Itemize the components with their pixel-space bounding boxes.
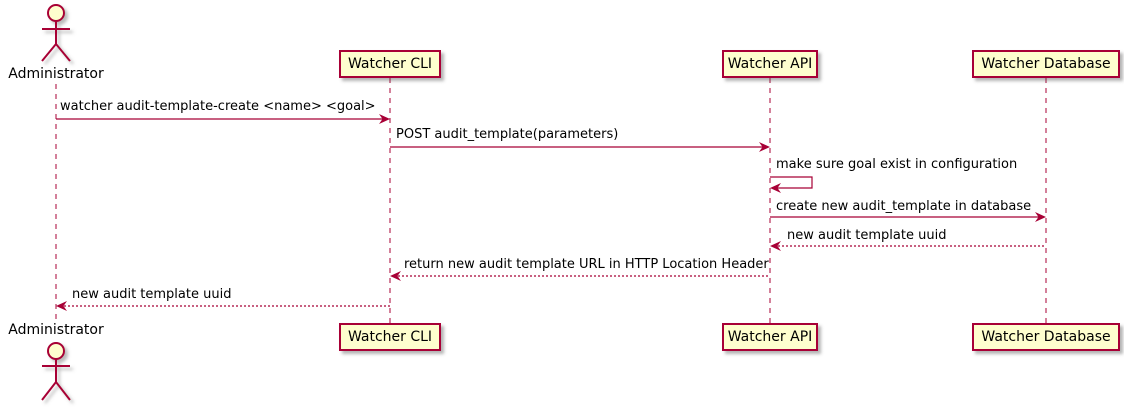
message-label-2: POST audit_template(parameters) xyxy=(396,127,619,142)
message-label-6: return new audit template URL in HTTP Lo… xyxy=(404,257,769,272)
participant-box-watcher-database-bottom: Watcher Database xyxy=(972,323,1120,351)
message-arrow-5 xyxy=(770,241,1046,251)
message-label-5: new audit template uuid xyxy=(787,228,947,243)
message-arrow-6 xyxy=(390,271,770,281)
message-label-1: watcher audit-template-create <name> <go… xyxy=(60,99,376,114)
message-label-3: make sure goal exist in configuration xyxy=(776,157,1018,172)
message-arrow-2 xyxy=(390,142,770,152)
participant-box-watcher-cli-bottom: Watcher CLI xyxy=(339,323,441,351)
participant-box-watcher-api-bottom: Watcher API xyxy=(722,323,818,351)
message-arrow-1 xyxy=(56,114,390,124)
actor-figure-top xyxy=(41,4,71,62)
actor-label-administrator-bottom: Administrator xyxy=(8,322,104,338)
participant-box-watcher-api-top: Watcher API xyxy=(722,50,818,78)
participant-box-watcher-cli-top: Watcher CLI xyxy=(339,50,441,78)
message-arrow-3-self-loop xyxy=(770,176,813,193)
actor-label-administrator-top: Administrator xyxy=(8,66,104,82)
message-arrow-4 xyxy=(770,212,1046,222)
actor-figure-bottom xyxy=(41,342,71,401)
message-label-7: new audit template uuid xyxy=(72,287,232,302)
participant-box-watcher-database-top: Watcher Database xyxy=(972,50,1120,78)
message-label-4: create new audit_template in database xyxy=(776,199,1032,214)
message-arrow-7 xyxy=(56,301,390,311)
